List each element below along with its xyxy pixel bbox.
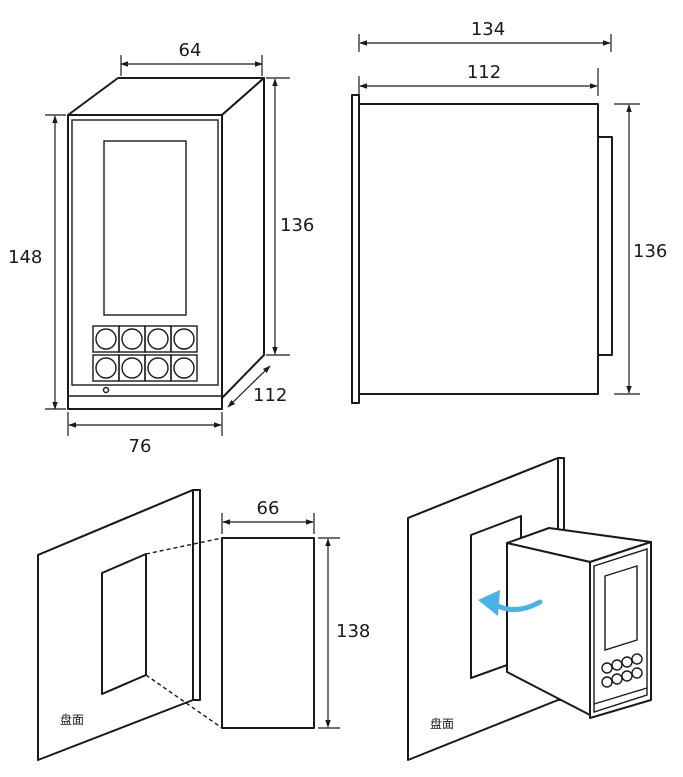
panel-left-side-edge <box>192 489 201 701</box>
side-front-flange <box>351 94 360 404</box>
device-button <box>611 659 623 671</box>
panel-left-hole <box>101 553 147 695</box>
device-button <box>601 662 613 674</box>
side-view: 134 112 136 <box>351 19 667 404</box>
dim-label-112-depth: 112 <box>253 385 287 406</box>
button-frame <box>170 354 198 382</box>
button-circle <box>121 328 143 350</box>
cutout-rect <box>221 537 315 729</box>
device-button <box>611 673 623 685</box>
device-button <box>621 656 633 668</box>
front-bezel <box>71 119 219 386</box>
side-rear-terminal <box>597 136 613 356</box>
dim-label-66: 66 <box>257 498 280 519</box>
front-iso-view: 64 148 136 112 76 <box>8 40 314 457</box>
dim-label-136-side: 136 <box>633 241 667 262</box>
dim-label-148: 148 <box>8 247 42 268</box>
front-right-face <box>221 77 265 399</box>
dim-label-134: 134 <box>471 19 505 40</box>
device-bottom-strip <box>593 687 648 705</box>
projection-line-bottom <box>145 674 223 729</box>
front-indicator-dot <box>102 386 110 394</box>
button-circle <box>121 357 143 379</box>
device-button <box>621 670 633 682</box>
front-display-window <box>103 140 187 316</box>
button-circle <box>173 328 195 350</box>
device-front-face <box>589 541 652 719</box>
device-button <box>631 667 643 679</box>
side-body <box>358 103 599 395</box>
button-circle <box>147 357 169 379</box>
panel-label-left: 盘面 <box>60 712 84 727</box>
dim-label-64: 64 <box>179 40 202 61</box>
dim-line-112-depth <box>227 365 271 408</box>
installation-view: 盘面 <box>407 457 652 761</box>
dim-label-112-side: 112 <box>467 62 501 83</box>
dim-label-138: 138 <box>336 621 370 642</box>
button-circle <box>173 357 195 379</box>
front-button-grid <box>92 325 198 382</box>
insert-arrow-icon <box>478 590 543 616</box>
hole-inner-edge <box>101 674 147 695</box>
projection-line-top <box>145 537 223 555</box>
panel-label-right: 盘面 <box>430 716 454 731</box>
device-display-window <box>604 565 638 651</box>
device-button <box>601 676 613 688</box>
device-front-bezel <box>593 548 648 713</box>
dim-label-76: 76 <box>129 436 152 457</box>
device-button <box>631 653 643 665</box>
button-frame <box>170 325 198 353</box>
device-button-grid <box>601 653 643 688</box>
dim-label-136-front: 136 <box>280 215 314 236</box>
button-circle <box>95 328 117 350</box>
button-circle <box>95 357 117 379</box>
button-circle <box>147 328 169 350</box>
panel-cutout-view: 盘面 66 138 <box>37 489 370 761</box>
